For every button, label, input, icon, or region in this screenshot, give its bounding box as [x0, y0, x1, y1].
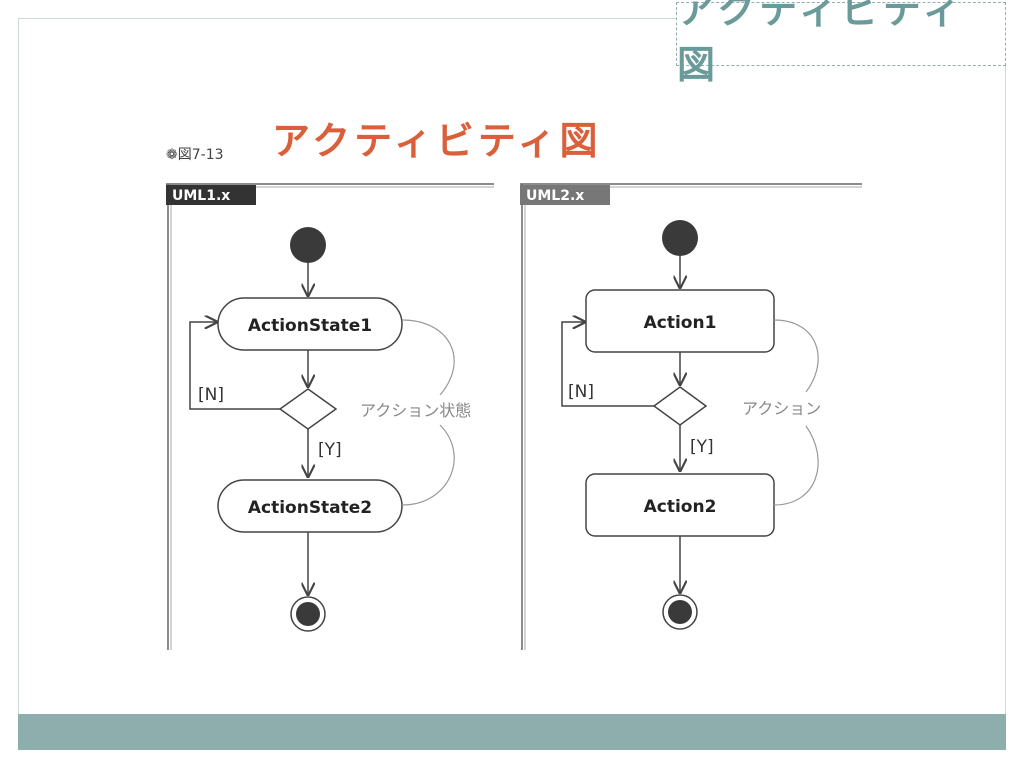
figure-label: ❁図7-13 [166, 144, 224, 164]
figure-icon: ❁ [166, 147, 178, 163]
uml2-guard-yes: [Y] [690, 437, 714, 457]
uml1-guard-yes: [Y] [318, 440, 342, 460]
figure-title: アクティビティ図 [272, 119, 602, 163]
uml1-tab-label: UML1.x [172, 188, 230, 204]
uml1-tab [166, 185, 256, 205]
slide-frame [18, 18, 1006, 750]
uml1-action-state-1-label: ActionState1 [248, 316, 372, 336]
uml1-panel: UML1.x ActionState1 [N] [Y] ActionState2… [166, 183, 494, 650]
uml2-annotation: アクション [742, 399, 821, 418]
uml2-panel: UML2.x Action1 [N] [Y] Action2 アクション [520, 183, 862, 650]
figure-number: 図7-13 [177, 147, 224, 163]
uml2-guard-no: [N] [568, 382, 594, 402]
uml2-tab [520, 185, 610, 205]
uml2-decision-node [652, 386, 708, 426]
uml2-initial-node [662, 220, 698, 256]
uml1-action-state-1 [217, 297, 403, 351]
uml1-annotation: アクション状態 [360, 401, 471, 420]
footer-bar [18, 714, 1006, 750]
uml2-tab-label: UML2.x [526, 188, 584, 204]
uml1-decision-node [278, 388, 338, 430]
uml2-action-2-label: Action2 [644, 497, 717, 517]
uml1-initial-node [290, 227, 326, 263]
uml2-action-1-label: Action1 [644, 313, 717, 333]
uml1-action-state-2 [217, 479, 403, 533]
uml1-guard-no: [N] [198, 385, 224, 405]
uml1-action-state-2-label: ActionState2 [248, 498, 372, 518]
